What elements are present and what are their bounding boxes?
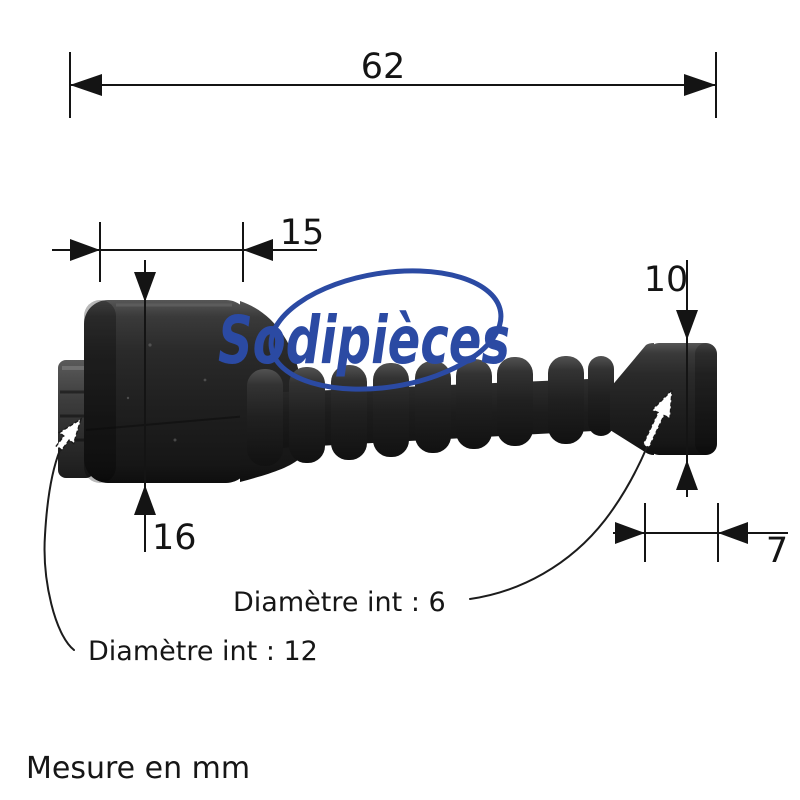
part-bellows-rib bbox=[548, 356, 584, 444]
callout-6-leader-line bbox=[469, 446, 648, 600]
dim-10-label: 10 bbox=[644, 260, 689, 300]
part-bellows-rib bbox=[497, 357, 533, 446]
part-bellows-rib bbox=[247, 369, 283, 466]
dim-16-label: 16 bbox=[152, 518, 197, 558]
callout-6-pointer-arrow bbox=[642, 388, 673, 449]
part-end-ring bbox=[588, 356, 614, 436]
dim-15-arrow-right bbox=[243, 239, 273, 261]
callout-12-label: Diamètre int : 12 bbox=[88, 636, 318, 667]
dim-16-arrow-down bbox=[134, 272, 156, 302]
dim-7-label: 7 bbox=[766, 531, 788, 571]
part-cone bbox=[610, 343, 654, 455]
dim-10-arrow-up bbox=[676, 460, 698, 490]
part-left-cylinder-seam bbox=[85, 415, 249, 431]
part-left-cylinder-face-shade bbox=[84, 300, 116, 483]
dimension-left-body-diameter: 16 bbox=[134, 260, 197, 558]
dim-7-arrow-right bbox=[718, 522, 748, 544]
brand-watermark: Sodipièces bbox=[218, 268, 510, 392]
dim-16-arrow-up bbox=[134, 485, 156, 515]
dimension-right-end-length: 7 bbox=[613, 503, 788, 571]
part-bellows-rib bbox=[331, 365, 367, 460]
callout-12-leader-line bbox=[43, 449, 75, 651]
part-right-cylinder bbox=[648, 343, 717, 455]
dim-15-label: 15 bbox=[280, 213, 325, 253]
dimension-right-end-diameter: 10 bbox=[644, 260, 698, 497]
part-bellows-rib bbox=[456, 359, 492, 449]
dim-7-arrow-left bbox=[615, 522, 645, 544]
callout-12-pointer-arrow bbox=[55, 417, 83, 451]
dim-62-arrow-left bbox=[70, 74, 102, 96]
part-illustration bbox=[58, 300, 717, 483]
callout-right-inner-diameter: Diamètre int : 6 bbox=[233, 388, 673, 618]
dim-10-arrow-down bbox=[676, 310, 698, 340]
callout-left-inner-diameter: Diamètre int : 12 bbox=[43, 417, 318, 667]
units-note: Mesure en mm bbox=[26, 751, 250, 786]
part-left-cylinder bbox=[84, 300, 250, 483]
part-right-cylinder-face-shade bbox=[695, 343, 717, 455]
dim-15-arrow-left bbox=[70, 239, 100, 261]
dimension-total-length: 62 bbox=[69, 47, 717, 118]
callout-6-label: Diamètre int : 6 bbox=[233, 587, 446, 618]
dim-62-label: 62 bbox=[361, 47, 406, 87]
part-bellows-rib bbox=[415, 361, 451, 453]
dimension-left-body-length: 15 bbox=[52, 213, 324, 282]
brand-ellipse bbox=[268, 268, 504, 392]
part-bellows-rib bbox=[289, 367, 325, 463]
dim-62-arrow-right bbox=[684, 74, 716, 96]
brand-name: Sodipièces bbox=[218, 302, 510, 379]
